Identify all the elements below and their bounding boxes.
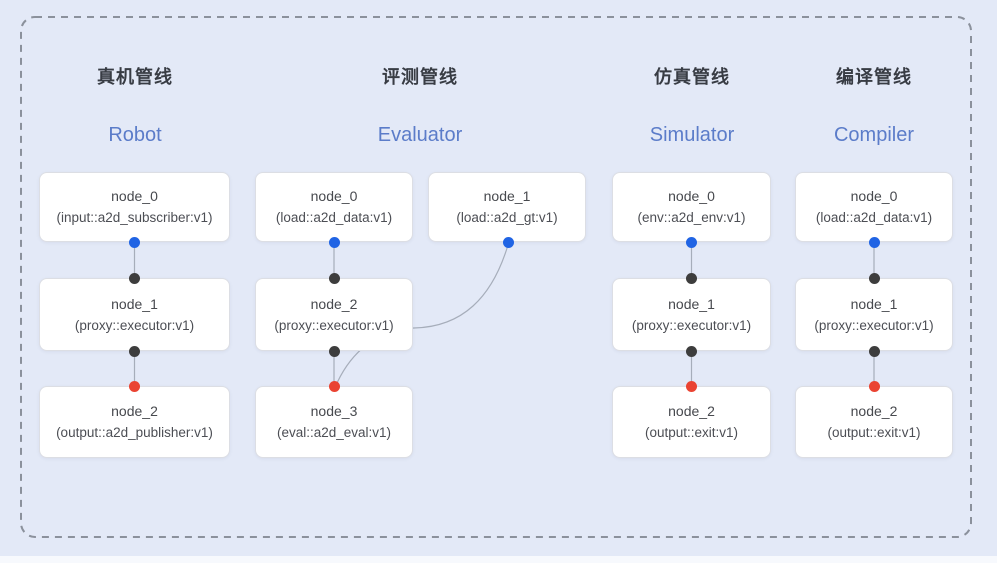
output-port-dot-dark [868,345,880,357]
pipeline-title-zh: 仿真管线 [654,67,730,87]
pipeline-title-zh: 真机管线 [97,67,173,87]
terminal-port-dot [328,380,340,392]
node-type: (proxy::executor:v1) [631,317,752,333]
header-evaluator: 评测管线 Evaluator [320,63,520,149]
node-box-simulator-node0: node_0 (env::a2d_env:v1) [612,172,771,242]
node-box-evaluator-node1: node_1 (load::a2d_gt:v1) [428,172,586,242]
node-name: node_3 [310,403,358,419]
node-box-simulator-node1: node_1 (proxy::executor:v1) [612,278,771,351]
node-box-evaluator-node3: node_3 (eval::a2d_eval:v1) [255,386,413,458]
node-name: node_0 [310,188,358,204]
node-name: node_1 [483,188,531,204]
output-port-dot-dark [686,345,697,357]
node-box-compiler-node1: node_1 (proxy::executor:v1) [795,278,953,351]
header-compiler: 编译管线 Compiler [774,63,974,149]
node-type: (proxy::executor:v1) [274,317,394,333]
node-name: node_0 [668,188,715,204]
node-box-compiler-node0: node_0 (load::a2d_data:v1) [795,172,953,242]
node-type: (eval::a2d_eval:v1) [276,425,392,440]
terminal-port-dot [868,380,880,392]
node-box-compiler-node2: node_2 (output::exit:v1) [795,386,953,458]
node-name: node_0 [850,188,898,204]
pipeline-title-zh: 编译管线 [836,67,912,87]
node-type: (load::a2d_data:v1) [275,210,393,225]
pipeline-title-en: Compiler [833,124,915,146]
node-type: (load::a2d_gt:v1) [456,210,558,225]
node-type: (input::a2d_subscriber:v1) [56,210,213,225]
node-name: node_2 [668,403,715,419]
output-port-dot [686,236,697,248]
node-name: node_0 [111,188,158,204]
header-robot: 真机管线 Robot [35,63,235,149]
bottom-strip [0,556,997,563]
terminal-port-dot [129,380,140,392]
input-port-dot [868,272,880,284]
dashed-frame [20,16,972,538]
node-type: (output::a2d_publisher:v1) [56,425,213,440]
node-box-evaluator-node0: node_0 (load::a2d_data:v1) [255,172,413,242]
output-port-dot [868,236,880,248]
pipeline-title-en: Robot [108,124,162,146]
output-port-dot [502,236,514,248]
pipeline-title-en: Simulator [649,124,735,146]
terminal-port-dot [686,380,697,392]
pipeline-title-en: Evaluator [377,124,463,146]
node-name: node_2 [850,403,898,419]
input-port-dot [686,272,697,284]
output-port-dot-dark [129,345,140,357]
node-type: (proxy::executor:v1) [74,317,195,333]
pipeline-title-zh: 评测管线 [382,67,458,87]
node-type: (env::a2d_env:v1) [637,210,746,225]
node-name: node_2 [310,295,358,312]
input-port-dot [328,272,340,284]
node-box-evaluator-node2: node_2 (proxy::executor:v1) [255,278,413,351]
node-box-simulator-node2: node_2 (output::exit:v1) [612,386,771,458]
edge-evaluator-n1-n3-curve [336,244,509,384]
output-port-dot [129,236,140,248]
node-box-robot-node1: node_1 (proxy::executor:v1) [39,278,230,351]
output-port-dot [328,236,340,248]
node-name: node_1 [850,295,898,312]
node-box-robot-node0: node_0 (input::a2d_subscriber:v1) [39,172,230,242]
node-type: (output::exit:v1) [827,425,921,440]
node-name: node_2 [111,403,158,419]
node-type: (proxy::executor:v1) [814,317,934,333]
output-port-dot-dark [328,345,340,357]
node-box-robot-node2: node_2 (output::a2d_publisher:v1) [39,386,230,458]
node-name: node_1 [111,295,158,312]
input-port-dot [129,272,140,284]
node-name: node_1 [668,295,715,312]
node-type: (load::a2d_data:v1) [815,210,933,225]
node-type: (output::exit:v1) [644,425,739,440]
header-simulator: 仿真管线 Simulator [592,63,792,149]
